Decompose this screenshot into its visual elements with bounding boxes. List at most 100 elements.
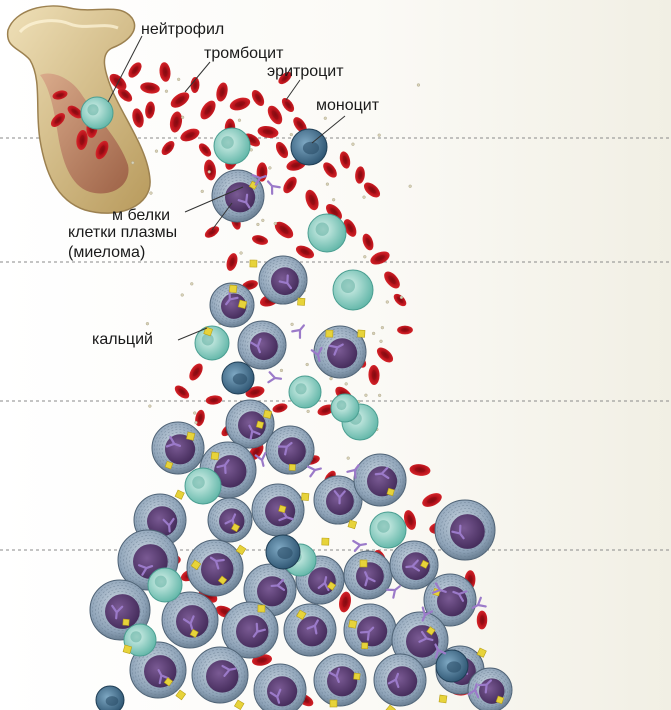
red-blood-cell [204,226,220,238]
red-blood-cell [190,76,200,94]
platelet-dot [362,195,366,199]
red-blood-cell [159,62,171,82]
red-blood-cell [170,92,190,108]
platelet-dot [207,170,211,174]
platelet-dot [193,411,197,415]
red-blood-cell [161,140,175,156]
red-blood-cell [200,100,216,120]
platelet-dot [379,339,383,343]
calcium-particle [122,618,130,626]
m-protein-antibody [359,626,375,641]
red-blood-cell [363,182,381,198]
calcium-particle [278,504,287,514]
myeloma-plasma-cell [353,453,407,507]
m-protein-antibody [221,664,237,677]
monocyte-cell [290,128,328,166]
platelet-dot [177,77,181,81]
calcium-particle [361,642,369,650]
m-protein-antibody [346,464,360,479]
platelet-dot [149,191,153,195]
red-blood-cell [393,293,407,307]
leader-calcium [177,327,208,341]
m-protein-antibody [278,274,293,290]
red-blood-cell [95,140,109,160]
platelet-dot [256,222,260,227]
red-blood-cell [293,117,307,133]
label-calcium: кальций [92,331,153,348]
leader-monocyte [311,115,346,144]
neutrophil-cell [369,511,407,549]
myeloma-plasma-cell [391,611,449,669]
red-blood-cell [275,141,289,159]
platelet-dot [239,251,243,255]
red-blood-cell [368,365,380,385]
red-blood-cell [117,88,133,102]
calcium-particle [186,431,196,441]
myeloma-plasma-cell [225,399,275,449]
calcium-particle [228,284,238,294]
calcium-particle [359,559,368,568]
leader-lines [107,35,346,341]
m-protein-antibody [165,435,182,448]
m-protein-antibody [364,571,376,587]
calcium-particle [262,409,273,419]
red-blood-cell [128,62,142,78]
leader-neutrophil [107,35,143,103]
platelet-dot [385,300,389,304]
calcium-particle [347,519,358,530]
calcium-particle [255,420,265,429]
platelet-dot [180,293,184,297]
myeloma-plasma-cell [343,550,393,600]
calcium-particle [174,489,185,500]
calcium-particle [476,647,487,658]
calcium-particle [164,460,174,470]
red-blood-cell [281,97,295,113]
myeloma-plasma-cell [161,591,219,649]
m-protein-antibody [352,539,368,552]
red-blood-cell [326,204,342,220]
m-protein-antibody [328,667,341,683]
platelet-dot [325,182,330,186]
platelet-dot [145,322,150,326]
calcium-particle [257,604,266,613]
m-protein-antibody [310,346,323,362]
red-blood-cell [229,97,251,111]
myeloma-plasma-cell [211,169,265,223]
red-blood-cell [52,90,68,100]
platelet-dot [200,189,204,193]
red-blood-cell [305,189,319,211]
m-protein-antibody [209,556,225,570]
platelet-dot [344,382,348,386]
m-protein-antibody [277,441,293,456]
red-blood-cell [317,404,335,416]
m-protein-antibody [386,585,401,599]
red-blood-cell [205,395,223,405]
red-blood-cell [76,130,88,150]
red-blood-cell [355,166,365,184]
red-blood-cell [397,325,413,335]
red-blood-cell [251,89,265,107]
monocyte-cell [265,534,301,570]
m-protein-antibody [251,173,267,186]
platelet-dot [399,295,404,299]
red-blood-cell [267,105,283,125]
leader-m-protein [184,186,244,213]
m-protein-antibody [418,630,434,643]
calcium-particle [203,326,213,337]
m-protein-antibody [452,590,468,602]
m-protein-antibody [451,524,465,540]
platelet-dot [416,83,421,87]
myeloma-plasma-cell [389,540,439,590]
m-protein-antibody [225,290,239,306]
m-protein-antibody [266,180,281,195]
calcium-particle [233,699,245,710]
calcium-particle [420,559,430,569]
neutrophil-cell [332,269,374,311]
m-protein-antibody [249,338,262,354]
m-protein-antibody [467,683,480,699]
red-blood-cell [180,128,200,142]
red-blood-cell [226,253,238,271]
platelet-dot [154,149,159,153]
